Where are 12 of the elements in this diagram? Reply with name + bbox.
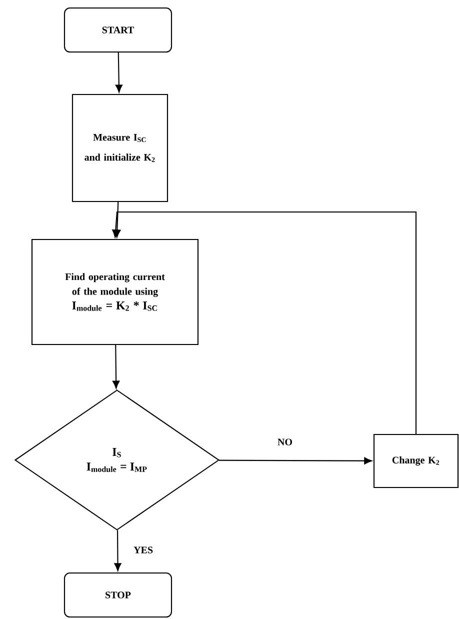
edge-label: YES xyxy=(134,546,153,554)
process-box: Find operating current of the module using I$_{module}$ = K$_{2}$ * I$_{SC}$ xyxy=(31,238,199,346)
edge-label: NO xyxy=(278,438,292,446)
arrow xyxy=(112,211,417,434)
arrow xyxy=(115,52,122,93)
arrow xyxy=(112,345,120,389)
process-box: Change K$_{2}$ xyxy=(373,434,459,488)
terminal-box: STOP xyxy=(64,572,172,618)
arrow xyxy=(219,457,372,464)
process-box: Measure I$_{SC}$ and initialize K$_{2}$ xyxy=(72,94,168,202)
arrow xyxy=(114,530,122,572)
terminal-box: START xyxy=(64,7,172,53)
